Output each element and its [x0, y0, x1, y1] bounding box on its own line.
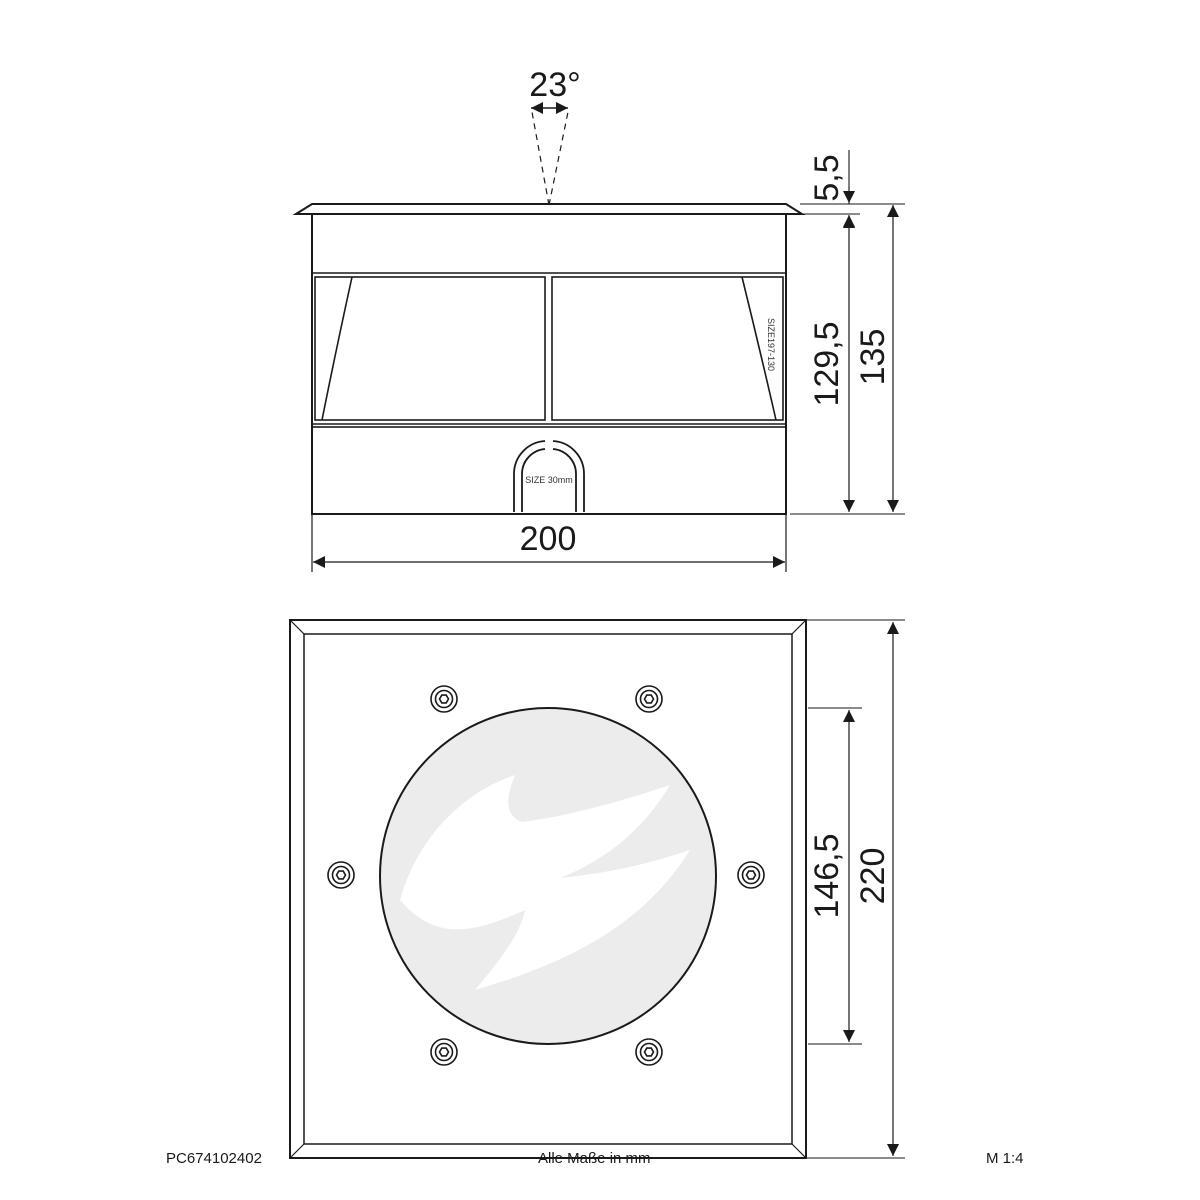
dim-outer-size-label: 220: [854, 848, 892, 905]
side-view: [292, 102, 905, 572]
dim-total-height-label: 135: [854, 329, 892, 386]
dim-width-label: 200: [520, 520, 577, 558]
screw-mid-left: [327, 861, 355, 889]
dim-body-height-label: 129,5: [808, 321, 846, 406]
dim-trim-height-label: 5,5: [808, 154, 846, 201]
units-note: Alle Maße in mm: [538, 1150, 651, 1167]
trim-ring: [292, 203, 806, 215]
inner-frame: [303, 633, 793, 1145]
clamp-panel-left: [314, 276, 546, 421]
cable-entry-size-label: SIZE 30mm: [525, 475, 573, 485]
screw-bottom-right: [635, 1038, 663, 1066]
top-view: [289, 619, 905, 1159]
screw-top-right: [635, 685, 663, 713]
dim-glass-diameter-label: 146,5: [808, 833, 846, 918]
screw-bottom-left: [430, 1038, 458, 1066]
cable-entry: [513, 440, 585, 512]
part-number: PC674102402: [166, 1150, 262, 1167]
beam-angle-label: 23°: [529, 66, 580, 104]
glass-reflection: [400, 775, 690, 990]
screw-top-left: [430, 685, 458, 713]
clamp-panel-right: [551, 276, 784, 421]
beam-angle-lines: [531, 111, 569, 206]
screw-mid-right: [737, 861, 765, 889]
clamp-size-label: SIZE197-130: [766, 318, 776, 371]
housing-base: [311, 426, 787, 515]
housing-outline: [311, 213, 787, 515]
scale-label: M 1:4: [986, 1150, 1024, 1167]
outer-frame: [289, 619, 807, 1159]
dim-width: [311, 514, 787, 572]
